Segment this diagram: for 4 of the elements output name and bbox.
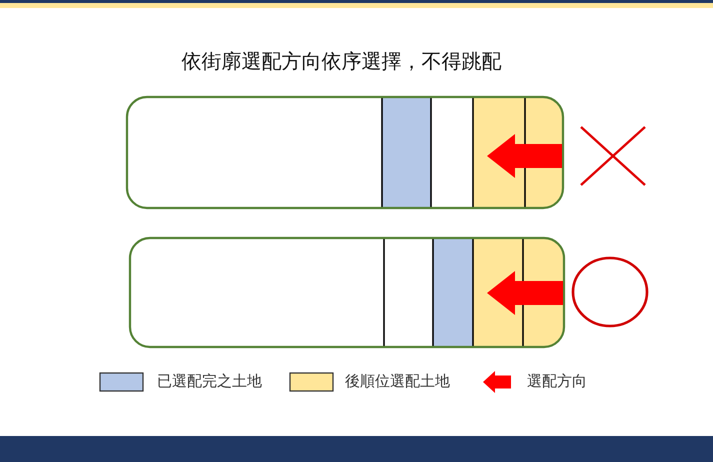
legend-label: 已選配完之土地 (157, 372, 262, 391)
legend-label: 選配方向 (527, 372, 587, 391)
title: 依街廓選配方向依序選擇，不得跳配 (182, 49, 502, 73)
legend-label: 後順位選配土地 (345, 372, 450, 391)
